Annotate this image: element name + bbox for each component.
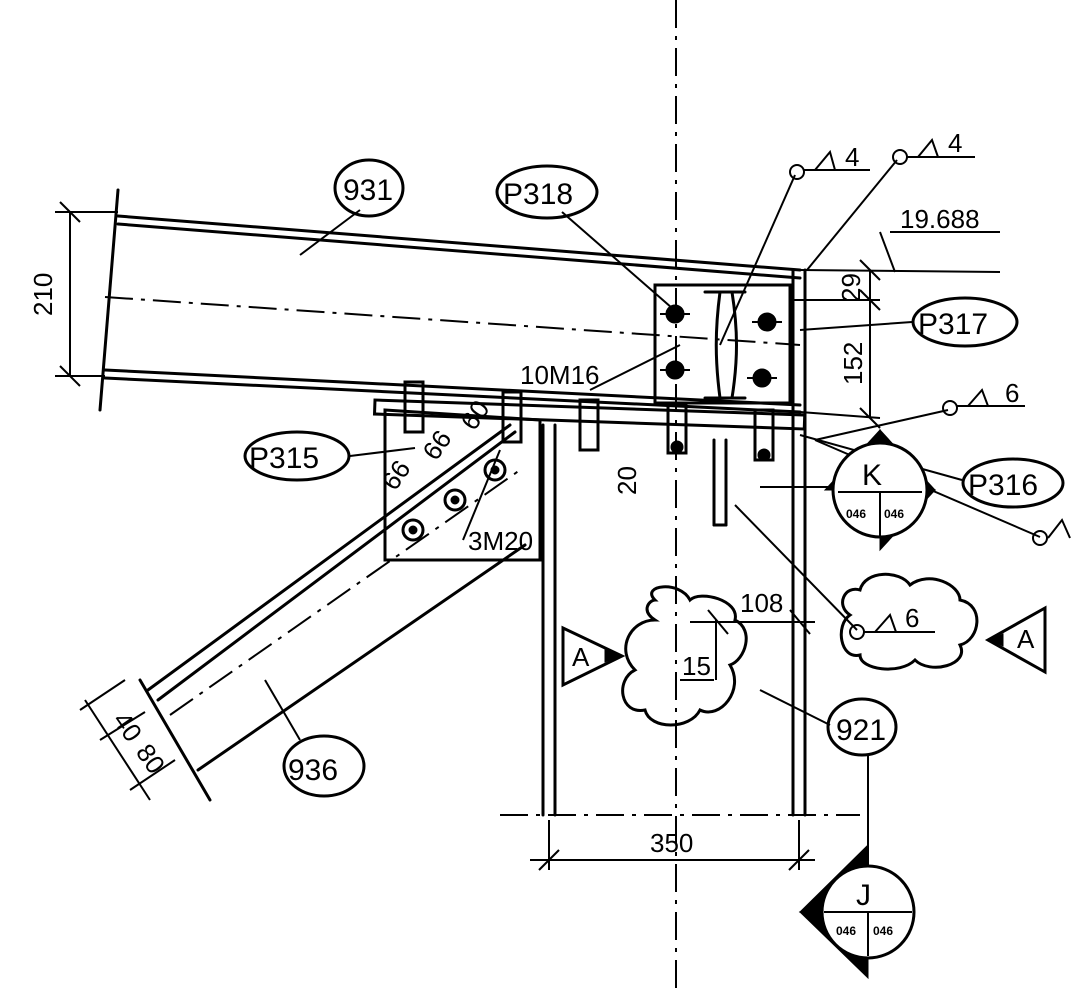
label-brace: 936 [288, 754, 338, 787]
callout-p316 [961, 457, 1065, 509]
callout-921 [826, 697, 898, 757]
revision-cloud-2 [839, 572, 979, 671]
splice-bolts [660, 304, 782, 388]
detail-k-right: 046 [884, 507, 904, 521]
section-a-right-label: A [1017, 624, 1035, 654]
beam-931 [98, 188, 802, 414]
dim-stiffener [680, 609, 815, 681]
label-plate-top: P318 [503, 178, 573, 211]
brace-936 [138, 423, 527, 802]
detail-k-letter: K [862, 459, 882, 492]
label-plate-right: P316 [968, 469, 1038, 502]
i-section [703, 290, 747, 400]
dim-beam-depth-label: 210 [28, 273, 58, 316]
detail-j [798, 843, 916, 980]
weld-3-label: 6 [1005, 378, 1019, 408]
dim-top-offset-label: 29 [836, 273, 866, 302]
callout-936 [282, 734, 366, 798]
section-a-left-label: A [572, 642, 590, 672]
dim-brace-edge-1-label: 40 [107, 706, 148, 747]
detail-k-left: 046 [846, 507, 866, 521]
revision-cloud-1 [621, 585, 748, 727]
dim-column-width-label: 350 [650, 828, 693, 858]
dim-right [790, 231, 1001, 429]
detail-j-left: 046 [836, 924, 856, 938]
weld-2-label: 4 [948, 128, 962, 158]
detail-j-letter: J [856, 879, 871, 912]
dim-column-width [530, 820, 815, 871]
label-plate-left: P315 [249, 442, 319, 475]
cap-plate [372, 398, 807, 431]
section-marker-right [984, 605, 1047, 675]
dim-beam-depth [55, 201, 118, 387]
section-marker-left [561, 625, 626, 688]
dim-stiffener-t-label: 15 [682, 651, 711, 681]
detail-j-right: 046 [873, 924, 893, 938]
label-beam: 931 [343, 174, 393, 207]
dim-elevation-label: 19.688 [900, 204, 980, 234]
weld-4-label: 6 [905, 603, 919, 633]
dim-gap-label: 20 [612, 466, 642, 495]
dim-stiffener-w-label: 108 [740, 588, 783, 618]
column-921 [500, 268, 860, 817]
label-brace-bolts: 3M20 [468, 526, 533, 556]
detail-k [823, 428, 937, 552]
dim-pitch-3-label: 60 [454, 395, 495, 436]
callout-p317 [911, 296, 1019, 348]
gusset-plate [383, 408, 542, 562]
weld-symbols [789, 137, 1071, 640]
label-beam-bolts: 10M16 [520, 360, 600, 390]
cap-bolts [403, 380, 775, 462]
dim-plate-height-label: 152 [838, 342, 868, 385]
callout-p315 [243, 430, 351, 482]
splice-plate [653, 283, 792, 405]
dim-pitch-1-label: 66 [375, 455, 416, 496]
label-plate-side: P317 [918, 308, 988, 341]
weld-1-label: 4 [845, 142, 859, 172]
label-column: 921 [836, 714, 886, 747]
dim-brace-edge [79, 679, 176, 801]
dim-brace-edge-2-label: 80 [130, 738, 171, 779]
callout-p318 [495, 164, 599, 220]
callout-931 [333, 158, 405, 218]
